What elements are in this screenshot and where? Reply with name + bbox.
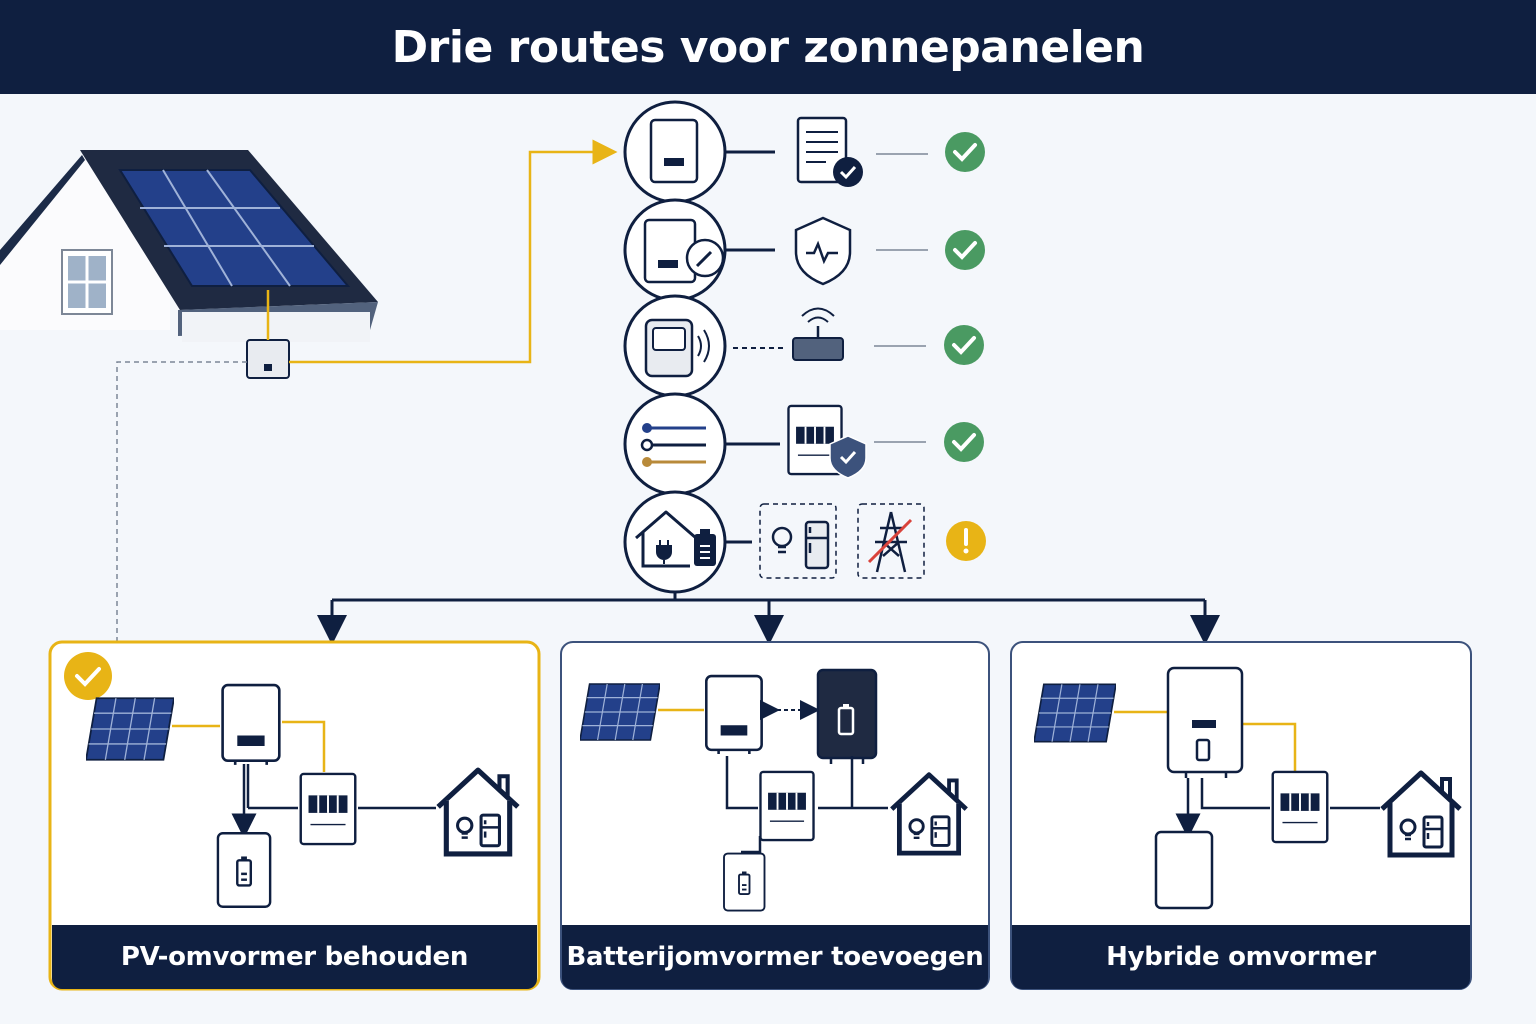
routes-diagram <box>0 100 1472 991</box>
route-card-battery-inverter[interactable] <box>560 641 990 990</box>
shield-pulse-icon <box>794 216 852 286</box>
status-check-icon <box>944 325 984 365</box>
battery-icon <box>216 832 272 908</box>
inverter-icon <box>221 683 281 767</box>
route-label-hybrid: Hybride omvormer <box>1012 925 1470 989</box>
document-check-icon <box>796 116 863 187</box>
inverter-feed-line <box>289 139 618 364</box>
battery-inverter-icon <box>816 668 878 764</box>
route-label-pv: PV-omvormer behouden <box>52 925 537 989</box>
status-warning-icon <box>946 521 986 561</box>
solar-panel-icon <box>86 697 174 761</box>
check-row-4 <box>623 392 984 496</box>
switchboard-icon <box>299 772 357 846</box>
existing-inverter-icon <box>246 290 290 379</box>
check-row-1 <box>623 100 985 204</box>
switchboard-icon <box>759 770 815 842</box>
route-card-hybrid-inverter[interactable] <box>1010 641 1472 990</box>
page-title: Drie routes voor zonnepanelen <box>391 21 1145 73</box>
router-icon <box>792 307 844 361</box>
route-label-battery: Batterijomvormer toevoegen <box>562 925 988 989</box>
dashed-link-line <box>116 361 247 642</box>
check-row-5 <box>623 490 986 594</box>
battery-icon <box>722 852 766 912</box>
title-bar: Drie routes voor zonnepanelen <box>0 0 1536 94</box>
route-card-pv-inverter[interactable] <box>48 640 541 991</box>
branch-connector <box>317 592 1220 645</box>
house-with-solar-roof <box>0 150 378 342</box>
hybrid-inverter-icon <box>1166 666 1244 778</box>
inverter-icon <box>705 674 763 756</box>
switchboard-icon <box>1271 770 1329 844</box>
solar-panel-icon <box>580 683 660 741</box>
check-row-2 <box>623 198 985 302</box>
battery-icon <box>1154 830 1214 910</box>
status-check-icon <box>945 230 985 270</box>
selected-check-icon <box>64 652 112 700</box>
home-appliances-icon <box>759 503 837 579</box>
grid-off-icon <box>857 503 925 579</box>
switchboard-shield-icon <box>787 404 867 479</box>
check-row-3 <box>623 294 984 398</box>
solar-panel-icon <box>1034 683 1116 743</box>
status-check-icon <box>945 132 985 172</box>
checklist-timeline <box>623 100 986 594</box>
status-check-icon <box>944 422 984 462</box>
